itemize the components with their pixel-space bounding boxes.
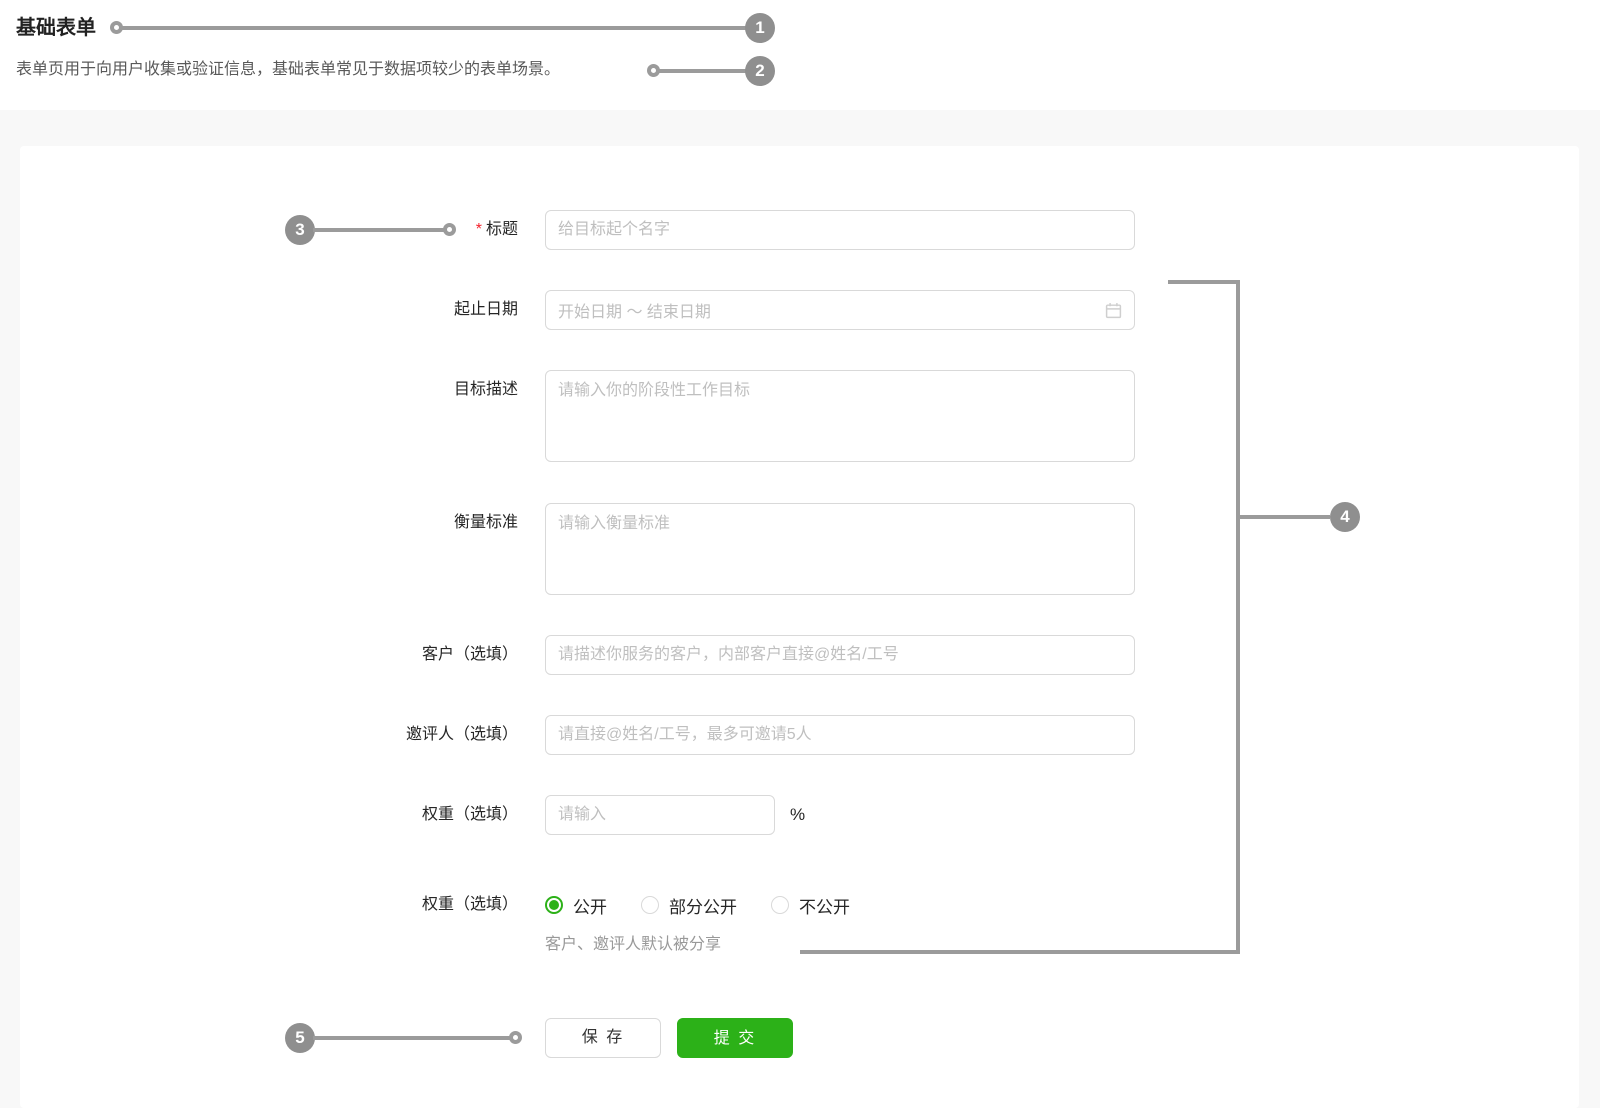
weight-input[interactable] bbox=[545, 795, 775, 835]
marker-3-anchor-dot bbox=[443, 223, 456, 236]
disclosure-help-text: 客户、邀评人默认被分享 bbox=[545, 936, 722, 953]
save-button[interactable]: 保 存 bbox=[545, 1018, 661, 1058]
form-card: *标题 起止日期 开始日期 ～ 结束日期 目标描述 衡量标准 客户（选填） 邀评… bbox=[20, 146, 1579, 1108]
marker-4-badge: 4 bbox=[1330, 502, 1360, 532]
marker-1-badge: 1 bbox=[745, 13, 775, 43]
page-header: 基础表单 表单页用于向用户收集或验证信息，基础表单常见于数据项较少的表单场景。 bbox=[0, 0, 1600, 110]
goal-textarea[interactable] bbox=[545, 370, 1135, 462]
radio-option-partial[interactable]: 部分公开 bbox=[641, 893, 737, 918]
submit-button[interactable]: 提 交 bbox=[677, 1018, 793, 1058]
marker-2-line bbox=[658, 69, 748, 73]
goal-field-label: 目标描述 bbox=[453, 381, 518, 398]
date-field-label: 起止日期 bbox=[453, 301, 518, 318]
radio-option-private[interactable]: 不公开 bbox=[771, 893, 850, 918]
marker-2-badge: 2 bbox=[745, 56, 775, 86]
date-range-placeholder: 开始日期 ～ 结束日期 bbox=[558, 304, 711, 321]
radio-option-public[interactable]: 公开 bbox=[545, 893, 607, 918]
content-background: *标题 起止日期 开始日期 ～ 结束日期 目标描述 衡量标准 客户（选填） 邀评… bbox=[0, 110, 1600, 1108]
marker-4-bracket-top bbox=[1168, 280, 1240, 284]
standard-field-label: 衡量标准 bbox=[453, 514, 518, 531]
radio-circle-icon bbox=[545, 896, 563, 914]
invitee-field-label: 邀评人（选填） bbox=[405, 726, 518, 743]
page-title: 基础表单 bbox=[16, 17, 96, 39]
marker-5-line bbox=[313, 1036, 510, 1040]
title-input[interactable] bbox=[545, 210, 1135, 250]
date-range-input[interactable]: 开始日期 ～ 结束日期 bbox=[545, 290, 1135, 330]
calendar-icon bbox=[1105, 302, 1122, 318]
title-field-label: *标题 bbox=[475, 221, 518, 238]
marker-1-line bbox=[121, 26, 748, 30]
radio-circle-icon bbox=[771, 896, 789, 914]
marker-3-line bbox=[313, 228, 444, 232]
marker-3-badge: 3 bbox=[285, 215, 315, 245]
marker-5-badge: 5 bbox=[285, 1023, 315, 1053]
marker-5-anchor-dot bbox=[509, 1031, 522, 1044]
marker-4-bracket-vertical bbox=[1236, 280, 1240, 954]
marker-4-bracket-bottom bbox=[800, 950, 1240, 954]
marker-4-connector bbox=[1240, 515, 1330, 519]
radio-circle-icon bbox=[641, 896, 659, 914]
weight-field-label: 权重（选填） bbox=[421, 806, 518, 823]
client-input[interactable] bbox=[545, 635, 1135, 675]
disclosure-field-label: 权重（选填） bbox=[421, 896, 518, 913]
percent-suffix: % bbox=[790, 805, 806, 824]
required-asterisk: * bbox=[475, 221, 482, 238]
page-subtitle: 表单页用于向用户收集或验证信息，基础表单常见于数据项较少的表单场景。 bbox=[16, 61, 561, 78]
disclosure-radio-group: 公开 部分公开 不公开 bbox=[545, 885, 850, 925]
standard-textarea[interactable] bbox=[545, 503, 1135, 595]
invitee-input[interactable] bbox=[545, 715, 1135, 755]
client-field-label: 客户（选填） bbox=[421, 646, 518, 663]
